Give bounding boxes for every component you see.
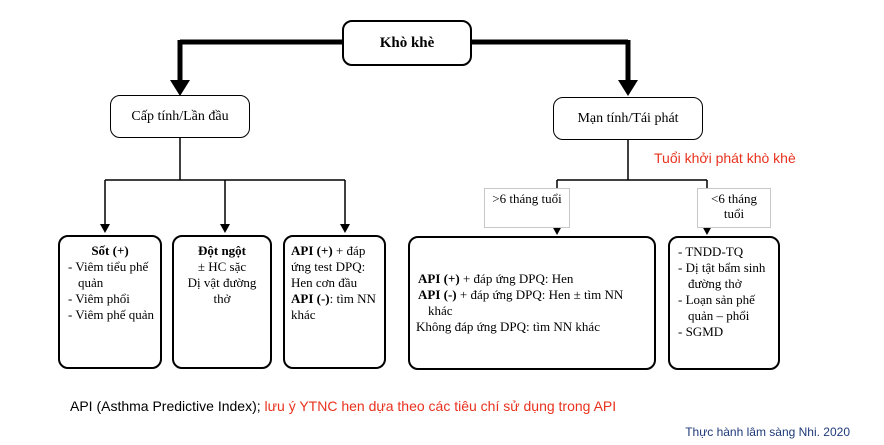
source-citation: Thực hành lâm sàng Nhi. 2020: [685, 425, 850, 439]
leaf-over-6: API (+) + đáp ứng DPQ: Hen API (-) + đáp…: [408, 236, 656, 370]
arrow-acute-1: [100, 224, 110, 233]
leaf-api-line-2: API (-): tìm NN khác: [291, 291, 376, 322]
leaf-over-6-line-2: API (-) + đáp ứng DPQ: Hen ± tìm NN khác: [418, 287, 624, 318]
footer-text: API (Asthma Predictive Index);: [70, 398, 261, 414]
leaf-under-6-line: - Loạn sản phế quản – phổi: [678, 292, 755, 323]
age-under-6: <6 tháng tuổi: [697, 188, 771, 228]
leaf-under-6-line: - Dị tật bẩm sinh đường thở: [678, 260, 766, 291]
leaf-under-6: - TNDD-TQ - Dị tật bẩm sinh đường thở - …: [668, 236, 780, 370]
leaf-fever-header: Sốt (+): [91, 243, 129, 258]
leaf-fever-line: - Viêm phổi: [68, 291, 130, 306]
arrow-chronic-left: [552, 226, 562, 235]
leaf-under-6-line: - SGMD: [678, 324, 724, 339]
leaf-sudden: Đột ngột ± HC sặc Dị vật đường thở: [172, 235, 272, 369]
arrow-to-chronic: [618, 80, 638, 96]
leaf-fever: Sốt (+) - Viêm tiểu phế quản - Viêm phổi…: [58, 235, 162, 369]
leaf-api-line-1: API (+) + đáp ứng test DPQ: Hen cơn đầu: [291, 243, 366, 290]
leaf-sudden-line: ± HC sặc: [197, 259, 247, 274]
root-node: Khò khè: [342, 20, 472, 66]
chronic-node: Mạn tính/Tái phát: [553, 97, 703, 140]
leaf-fever-line: - Viêm phế quản: [68, 307, 154, 322]
acute-node: Cấp tính/Lần đầu: [110, 95, 250, 138]
chronic-label: Mạn tính/Tái phát: [577, 110, 679, 126]
age-over-6: >6 tháng tuổi: [484, 188, 570, 228]
leaf-sudden-header: Đột ngột: [197, 243, 247, 258]
footer-red-text: lưu ý YTNC hen dựa theo các tiêu chí sử …: [260, 398, 617, 414]
root-label: Khò khè: [379, 34, 435, 51]
leaf-sudden-line: Dị vật đường thở: [187, 275, 257, 306]
leaf-api: API (+) + đáp ứng test DPQ: Hen cơn đầu …: [283, 235, 386, 369]
arrow-acute-3: [340, 224, 350, 233]
acute-label: Cấp tính/Lần đầu: [131, 108, 229, 124]
arrow-to-acute: [170, 80, 190, 96]
leaf-over-6-line-3: Không đáp ứng DPQ: tìm NN khác: [416, 319, 600, 334]
footer-note: API (Asthma Predictive Index); lưu ý YTN…: [70, 398, 616, 414]
leaf-under-6-line: - TNDD-TQ: [678, 244, 744, 259]
onset-note: Tuổi khởi phát khò khè: [654, 150, 796, 166]
arrow-acute-2: [220, 224, 230, 233]
arrow-chronic-right: [702, 226, 712, 235]
leaf-over-6-line-1: API (+) + đáp ứng DPQ: Hen: [418, 271, 574, 286]
leaf-fever-line: - Viêm tiểu phế quản: [68, 259, 149, 290]
